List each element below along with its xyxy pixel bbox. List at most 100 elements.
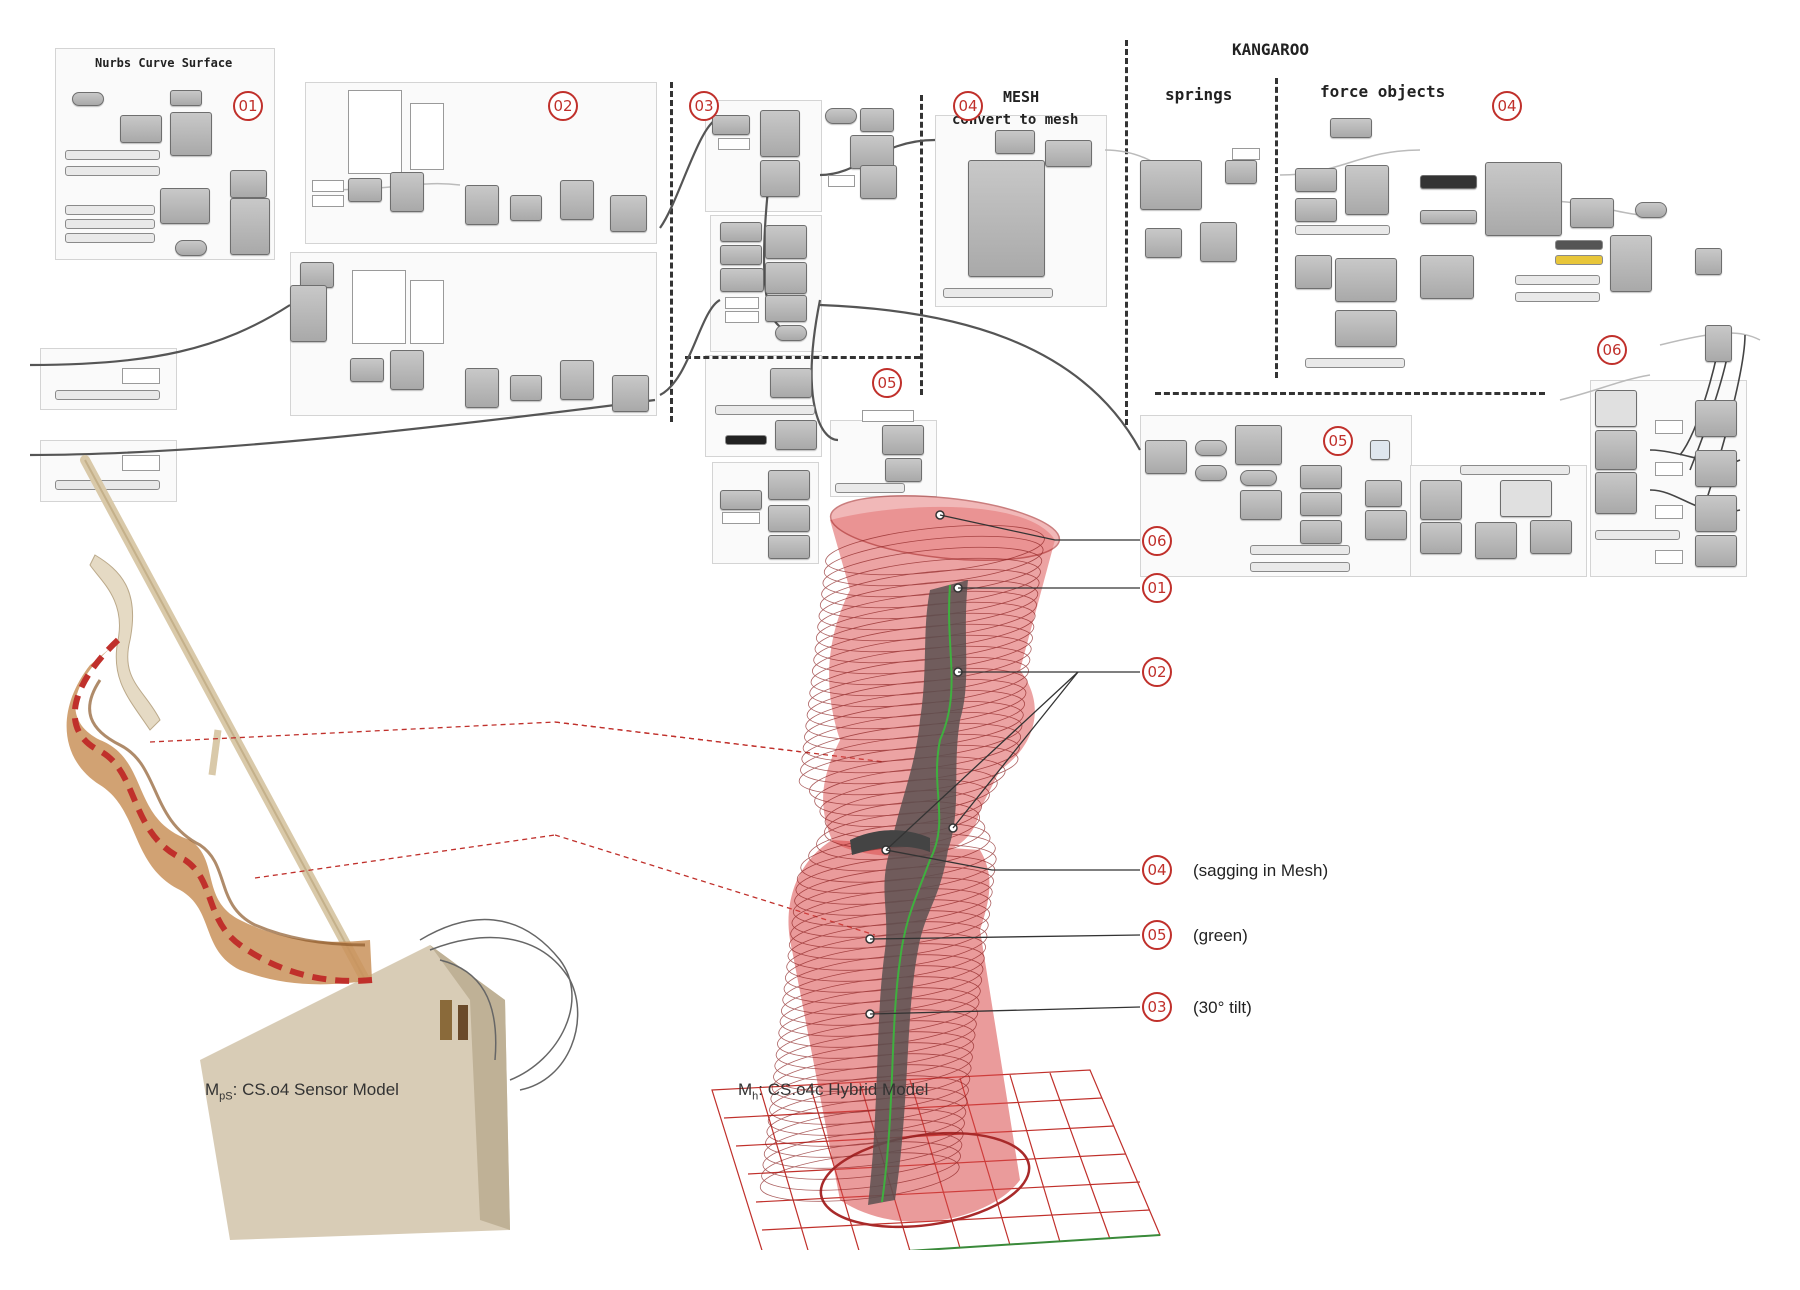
gh-slider[interactable] bbox=[1515, 275, 1600, 285]
gh-slider[interactable] bbox=[1555, 240, 1603, 250]
gh-node[interactable] bbox=[1225, 160, 1257, 184]
gh-node[interactable] bbox=[720, 222, 762, 242]
gh-node[interactable] bbox=[768, 535, 810, 559]
gh-node[interactable] bbox=[1295, 168, 1337, 192]
gh-node[interactable] bbox=[770, 368, 812, 398]
gh-node[interactable] bbox=[510, 195, 542, 221]
gh-node[interactable] bbox=[775, 420, 817, 450]
gh-node[interactable] bbox=[1345, 165, 1389, 215]
gh-node[interactable] bbox=[1420, 255, 1474, 299]
gh-slider[interactable] bbox=[65, 233, 155, 243]
gh-node[interactable] bbox=[860, 165, 897, 199]
gh-node[interactable] bbox=[1420, 522, 1462, 554]
gh-node[interactable] bbox=[1570, 198, 1614, 228]
gh-node[interactable] bbox=[720, 245, 762, 265]
gh-node[interactable] bbox=[885, 458, 922, 482]
gh-node[interactable] bbox=[1695, 450, 1737, 487]
gh-node[interactable] bbox=[390, 350, 424, 390]
gh-node[interactable] bbox=[775, 325, 807, 341]
gh-node[interactable] bbox=[510, 375, 542, 401]
gh-node[interactable] bbox=[1195, 465, 1227, 481]
gh-slider[interactable] bbox=[835, 483, 905, 493]
gh-node[interactable] bbox=[1295, 255, 1332, 289]
gh-node[interactable] bbox=[765, 225, 807, 259]
gh-node[interactable] bbox=[160, 188, 210, 224]
gh-node[interactable] bbox=[230, 198, 270, 255]
gh-node[interactable] bbox=[1420, 210, 1477, 224]
gh-node[interactable] bbox=[1145, 440, 1187, 474]
gh-node[interactable] bbox=[712, 115, 750, 135]
gh-slider[interactable] bbox=[1515, 292, 1600, 302]
gh-slider[interactable] bbox=[1250, 562, 1350, 572]
gh-node[interactable] bbox=[1140, 160, 1202, 210]
gh-node[interactable] bbox=[1595, 472, 1637, 514]
gh-node[interactable] bbox=[1335, 258, 1397, 302]
gh-node[interactable] bbox=[610, 195, 647, 232]
gh-slider[interactable] bbox=[715, 405, 815, 415]
gh-slider[interactable] bbox=[65, 166, 160, 176]
gh-slider[interactable] bbox=[725, 435, 767, 445]
gh-node[interactable] bbox=[1295, 198, 1337, 222]
gh-node[interactable] bbox=[760, 110, 800, 157]
gh-node[interactable] bbox=[1145, 228, 1182, 258]
gh-slider[interactable] bbox=[1595, 530, 1680, 540]
gh-slider[interactable] bbox=[65, 150, 160, 160]
gh-node[interactable] bbox=[765, 262, 807, 294]
gh-node[interactable] bbox=[390, 172, 424, 212]
gh-node[interactable] bbox=[968, 160, 1045, 277]
gh-node[interactable] bbox=[560, 360, 594, 400]
gh-node[interactable] bbox=[1195, 440, 1227, 456]
gh-node[interactable] bbox=[720, 268, 764, 292]
gh-node[interactable] bbox=[1300, 492, 1342, 516]
gh-slider[interactable] bbox=[1305, 358, 1405, 368]
gh-node[interactable] bbox=[175, 240, 207, 256]
gh-node[interactable] bbox=[882, 425, 924, 455]
gh-node[interactable] bbox=[1300, 465, 1342, 489]
gh-node[interactable] bbox=[720, 490, 762, 510]
gh-node[interactable] bbox=[768, 505, 810, 532]
gh-node[interactable] bbox=[1240, 470, 1277, 486]
gh-node[interactable] bbox=[1475, 522, 1517, 559]
gh-node[interactable] bbox=[465, 368, 499, 408]
gh-node[interactable] bbox=[1485, 162, 1562, 236]
gh-slider[interactable] bbox=[1460, 465, 1570, 475]
gh-node[interactable] bbox=[1335, 310, 1397, 347]
gh-node[interactable] bbox=[760, 160, 800, 197]
gh-slider[interactable] bbox=[1555, 255, 1603, 265]
gh-node[interactable] bbox=[1300, 520, 1342, 544]
gh-node[interactable] bbox=[350, 358, 384, 382]
gh-node[interactable] bbox=[1695, 248, 1722, 275]
gh-node[interactable] bbox=[1695, 535, 1737, 567]
gh-node[interactable] bbox=[612, 375, 649, 412]
gh-slider[interactable] bbox=[55, 390, 160, 400]
gh-node[interactable] bbox=[1045, 140, 1092, 167]
gh-slider[interactable] bbox=[943, 288, 1053, 298]
gh-node[interactable] bbox=[1595, 430, 1637, 470]
gh-node[interactable] bbox=[1420, 480, 1462, 520]
gh-node[interactable] bbox=[170, 112, 212, 156]
gh-node[interactable] bbox=[765, 295, 807, 322]
gh-node[interactable] bbox=[465, 185, 499, 225]
gh-node[interactable] bbox=[995, 130, 1035, 154]
gh-node[interactable] bbox=[768, 470, 810, 500]
gh-node[interactable] bbox=[860, 108, 894, 132]
gh-slider[interactable] bbox=[1250, 545, 1350, 555]
gh-node[interactable] bbox=[560, 180, 594, 220]
gh-slider[interactable] bbox=[65, 219, 155, 229]
gh-slider[interactable] bbox=[65, 205, 155, 215]
gh-node[interactable] bbox=[170, 90, 202, 106]
gh-node[interactable] bbox=[1635, 202, 1667, 218]
gh-node[interactable] bbox=[1235, 425, 1282, 465]
gh-node[interactable] bbox=[1695, 495, 1737, 532]
gh-node[interactable] bbox=[1365, 480, 1402, 507]
gh-node[interactable] bbox=[825, 108, 857, 124]
gh-node[interactable] bbox=[1695, 400, 1737, 437]
gh-node[interactable] bbox=[1705, 325, 1732, 362]
gh-node[interactable] bbox=[348, 178, 382, 202]
gh-node[interactable] bbox=[1240, 490, 1282, 520]
gh-node[interactable] bbox=[850, 135, 894, 169]
gh-node[interactable] bbox=[1420, 175, 1477, 189]
gh-node[interactable] bbox=[230, 170, 267, 198]
gh-node[interactable] bbox=[1200, 222, 1237, 262]
gh-node[interactable] bbox=[1365, 510, 1407, 540]
